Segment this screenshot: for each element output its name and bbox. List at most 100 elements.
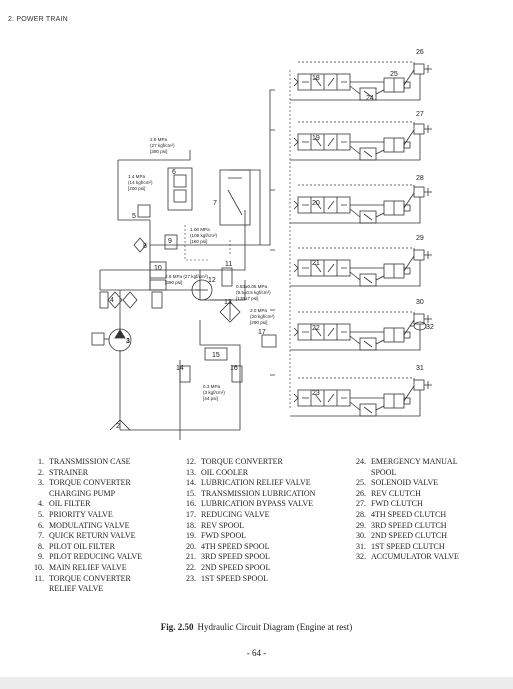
pressure-p2-c: [200 psi] xyxy=(128,186,145,191)
label-1: 1 xyxy=(126,338,130,345)
legend-item: 26.REV CLUTCH xyxy=(350,489,459,500)
footer-bar xyxy=(0,677,513,689)
legend-column-2: 12.TORQUE CONVERTER 13.OIL COOLER 14.LUB… xyxy=(180,457,315,584)
label-27: 27 xyxy=(416,111,424,118)
legend-item: 22.2ND SPEED SPOOL xyxy=(180,563,315,574)
legend-text: MODULATING VALVE xyxy=(49,520,130,530)
legend-text: RELIEF VALVE xyxy=(49,584,104,594)
legend-item: 10. MAIN RELIEF VALVE xyxy=(28,563,142,574)
legend-number: 23. xyxy=(186,573,196,583)
legend-item: 20.4TH SPEED SPOOL xyxy=(180,542,315,553)
label-26: 26 xyxy=(416,49,424,56)
legend-text: REDUCING VALVE xyxy=(201,509,270,519)
label-12: 12 xyxy=(208,277,216,284)
legend-number: 3. xyxy=(38,478,44,488)
legend-text: 1ST SPEED SPOOL xyxy=(201,573,268,583)
legend-item: 12.TORQUE CONVERTER xyxy=(180,457,315,468)
legend-number: 14. xyxy=(186,478,196,488)
figure-number: Fig. 2.50 xyxy=(160,622,194,632)
legend-number: 28. xyxy=(356,509,366,519)
label-31: 31 xyxy=(416,365,424,372)
label-16: 16 xyxy=(230,365,238,372)
legend-text: MAIN RELIEF VALVE xyxy=(49,562,127,572)
legend-number: 17. xyxy=(186,509,196,519)
legend-item: 17. REDUCING VALVE xyxy=(180,510,315,521)
legend-text: 2ND SPEED SPOOL xyxy=(201,562,271,572)
pressure-p5-b: (9.5±0.5 kgf/cm²) xyxy=(236,290,271,295)
legend-text: TRANSMISSION LUBRICATION xyxy=(201,488,316,498)
label-21: 21 xyxy=(312,260,320,267)
label-29: 29 xyxy=(416,235,424,242)
label-8: 8 xyxy=(143,243,147,250)
legend-number: 12. xyxy=(186,457,196,466)
clutch xyxy=(413,63,425,75)
pressure-p3-a: 1.06 MPa xyxy=(190,227,210,232)
legend-number: 27. xyxy=(356,499,366,509)
label-20: 20 xyxy=(312,200,320,207)
legend-text: FWD CLUTCH xyxy=(371,499,423,509)
legend-number: 18. xyxy=(186,520,196,530)
label-4: 4 xyxy=(110,297,114,304)
legend-text: TORQUE CONVERTER xyxy=(49,573,131,583)
pressure-p6-b: (20 kgf/cm²) xyxy=(250,314,275,319)
legend-text: FWD SPOOL xyxy=(201,531,247,541)
valve-group xyxy=(290,247,432,287)
legend-text: TORQUE CONVERTER xyxy=(49,478,131,488)
legend-item: 30.2ND SPEED CLUTCH xyxy=(350,531,459,542)
pressure-p2-b: (14 kgf/cm²) xyxy=(128,180,153,185)
legend-item: CHARGING PUMP xyxy=(28,489,142,500)
label-28: 28 xyxy=(416,175,424,182)
legend-item: 8.PILOT OIL FILTER xyxy=(28,542,142,553)
label-17: 17 xyxy=(258,329,266,336)
legend-number: 10. xyxy=(34,562,44,572)
pressure-p6-c: [290 psi] xyxy=(250,320,267,325)
legend-item: 14. LUBRICATION RELIEF VALVE xyxy=(180,478,315,489)
legend-text: TRANSMISSION CASE xyxy=(49,457,131,466)
legend-item: 1.TRANSMISSION CASE xyxy=(28,457,142,468)
legend-number: 16. xyxy=(186,499,196,509)
pressure-p5-c: [138±7 psi] xyxy=(236,296,258,301)
clutch xyxy=(413,186,425,198)
legend-text: LUBRICATION RELIEF VALVE xyxy=(201,478,311,488)
valve-group xyxy=(290,61,432,101)
legend-text: 1ST SPEED CLUTCH xyxy=(371,541,445,551)
label-3: 3 xyxy=(126,338,130,345)
legend-text: 3RD SPEED CLUTCH xyxy=(371,520,447,530)
legend-text: PILOT REDUCING VALVE xyxy=(49,552,143,562)
pressure-p6-a: 2.0 MPa xyxy=(250,308,268,313)
legend-number xyxy=(28,584,44,595)
legend-item: 11.TORQUE CONVERTER xyxy=(28,574,142,585)
legend-number: 24. xyxy=(356,457,366,466)
pressure-p3-b: (108 kgf/cm²) xyxy=(190,233,218,238)
clutch xyxy=(413,123,425,135)
legend-text: 4TH SPEED CLUTCH xyxy=(371,509,447,519)
label-14: 14 xyxy=(176,365,184,372)
pressure-p4-a: 2.6 MPa (27 kgf/cm²) xyxy=(165,274,208,279)
label-9: 9 xyxy=(168,238,172,245)
legend-item: 27. FWD CLUTCH xyxy=(350,499,459,510)
clutch xyxy=(413,249,425,261)
legend-number: 26. xyxy=(356,488,366,498)
legend-item: 31.1ST SPEED CLUTCH xyxy=(350,542,459,553)
label-32: 32 xyxy=(426,324,434,331)
legend-item: 25.SOLENOID VALVE xyxy=(350,478,459,489)
legend-item: 6.MODULATING VALVE xyxy=(28,521,142,532)
legend-column-1: 1.TRANSMISSION CASE 2.STRAINER 3.TORQUE … xyxy=(28,457,142,595)
label-18: 18 xyxy=(312,75,320,82)
legend-number: 19. xyxy=(186,531,196,541)
clutch xyxy=(413,379,425,391)
legend-number xyxy=(350,468,366,479)
legend-item: 19. FWD SPOOL xyxy=(180,531,315,542)
legend-text: EMERGENCY MANUAL xyxy=(371,457,458,466)
legend-column-3: 24. EMERGENCY MANUAL SPOOL 25.SOLENOID VA… xyxy=(350,457,459,563)
legend-number: 20. xyxy=(186,541,196,551)
legend-text: ACCUMULATOR VALVE xyxy=(371,552,459,562)
label-24: 24 xyxy=(366,95,374,102)
label-25: 25 xyxy=(390,71,398,78)
legend-item: SPOOL xyxy=(350,468,459,479)
label-6: 6 xyxy=(172,169,176,176)
label-5: 5 xyxy=(132,213,136,220)
pressure-p2-a: 1.4 MPa xyxy=(128,174,146,179)
legend-number: 8. xyxy=(38,541,44,551)
